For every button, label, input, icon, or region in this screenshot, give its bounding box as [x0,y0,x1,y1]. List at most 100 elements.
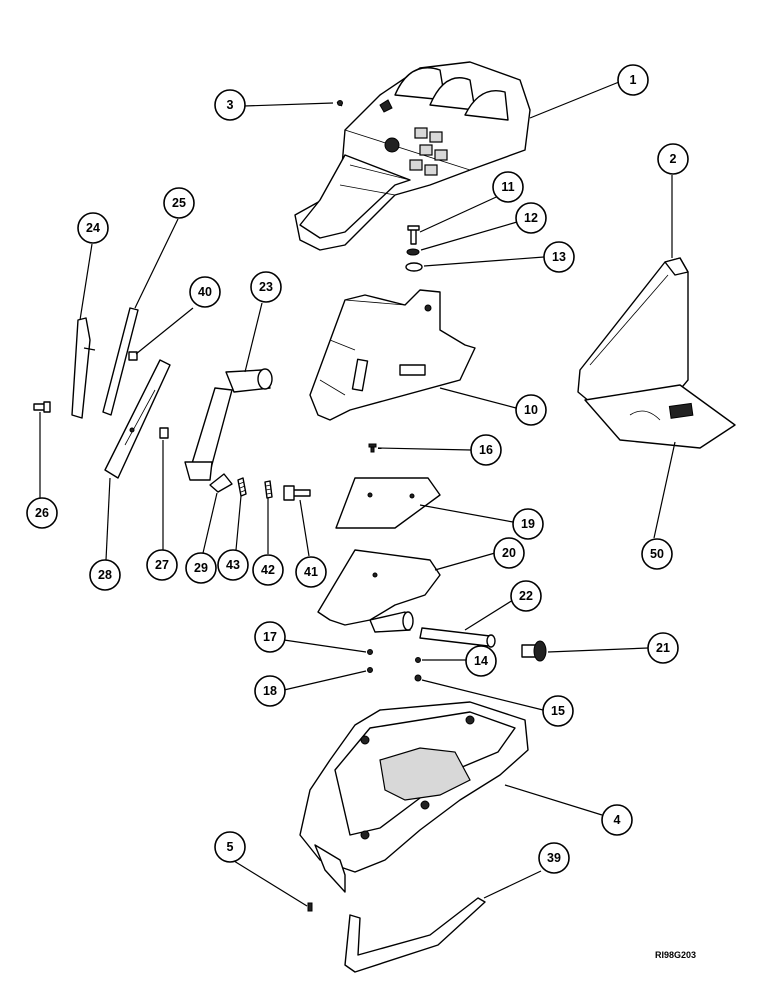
leader-3 [243,102,334,107]
svg-text:3: 3 [227,98,234,112]
part-nut-17 [367,649,373,655]
svg-text:40: 40 [198,285,212,299]
callout-13: 13 [543,241,575,273]
part-seal-39 [344,897,486,973]
part-screw-16 [368,443,377,453]
leader-28 [105,477,111,561]
leader-16 [377,447,472,451]
part-spring-43 [237,477,247,497]
leader-23 [244,302,263,373]
leader-19 [419,504,514,523]
callout-27: 27 [146,549,178,581]
svg-text:23: 23 [259,280,273,294]
callout-43: 43 [217,549,249,581]
leader-15 [421,679,544,711]
callout-2: 2 [657,143,689,175]
leader-25 [134,218,179,309]
svg-text:10: 10 [524,403,538,417]
leader-39 [483,870,542,899]
svg-text:15: 15 [551,704,565,718]
part-nut-18 [367,667,373,673]
svg-text:14: 14 [474,654,488,668]
callout-1: 1 [617,64,649,96]
part-bracket-20 [317,549,441,633]
svg-text:12: 12 [524,211,538,225]
part-plate-19 [335,477,441,529]
part-spring-42 [264,480,273,499]
part-bushing-21 [521,640,547,662]
svg-text:22: 22 [519,589,533,603]
callout-18: 18 [254,675,286,707]
leader-5 [233,860,308,907]
part-washer-12 [406,248,420,256]
part-bolt-41 [283,485,311,501]
callout-23: 23 [250,271,282,303]
leader-18 [283,670,367,691]
callout-24: 24 [77,212,109,244]
leader-10 [439,387,517,409]
reference-code: RI98G203 [655,950,697,960]
svg-text:18: 18 [263,684,277,698]
part-bolt-11 [407,225,420,245]
part-decal [584,384,736,449]
part-nut-15 [414,674,422,682]
part-console-cover [294,61,531,251]
callout-50: 50 [641,538,673,570]
callout-22: 22 [510,580,542,612]
callout-19: 19 [512,508,544,540]
svg-text:29: 29 [194,561,208,575]
svg-text:27: 27 [155,558,169,572]
leader-lines [39,81,676,907]
part-bracket-10 [309,289,476,421]
svg-text:13: 13 [552,250,566,264]
callout-26: 26 [26,497,58,529]
svg-text:50: 50 [650,547,664,561]
svg-text:1: 1 [630,73,637,87]
callout-29: 29 [185,552,217,584]
part-screw-5 [307,902,313,912]
svg-text:16: 16 [479,443,493,457]
callout-17: 17 [254,621,286,653]
part-pin-22 [419,627,496,648]
callout-4: 4 [601,804,633,836]
leader-29 [202,492,218,554]
callout-21: 21 [647,632,679,664]
svg-text:28: 28 [98,568,112,582]
part-plate-28 [104,359,171,479]
svg-text:39: 39 [547,851,561,865]
leader-24 [79,243,93,321]
leader-41 [299,499,310,557]
callout-3: 3 [214,89,246,121]
part-pivot-arm [184,368,273,481]
callout-12: 12 [515,202,547,234]
callout-10: 10 [515,394,547,426]
leader-4 [504,784,603,816]
callout-11: 11 [492,171,524,203]
callout-40: 40 [189,276,221,308]
callout-16: 16 [470,434,502,466]
svg-text:11: 11 [501,180,514,194]
svg-text:43: 43 [226,558,240,572]
leader-21 [547,647,649,653]
leader-22 [464,599,514,631]
svg-text:41: 41 [304,565,318,579]
svg-text:42: 42 [261,563,275,577]
callout-28: 28 [89,559,121,591]
part-nut-40 [128,351,138,361]
callout-25: 25 [163,187,195,219]
svg-text:5: 5 [227,840,234,854]
svg-text:19: 19 [521,517,535,531]
part-spacer-27 [159,427,169,439]
svg-text:21: 21 [656,641,670,655]
svg-text:4: 4 [614,813,621,827]
leader-43 [235,495,242,551]
leader-1 [529,81,620,119]
leader-50 [653,441,676,539]
svg-text:25: 25 [172,196,186,210]
part-lever-24 [71,317,96,419]
callout-39: 39 [538,842,570,874]
callout-41: 41 [295,556,327,588]
part-side-cover [577,257,689,403]
leader-17 [283,639,367,653]
